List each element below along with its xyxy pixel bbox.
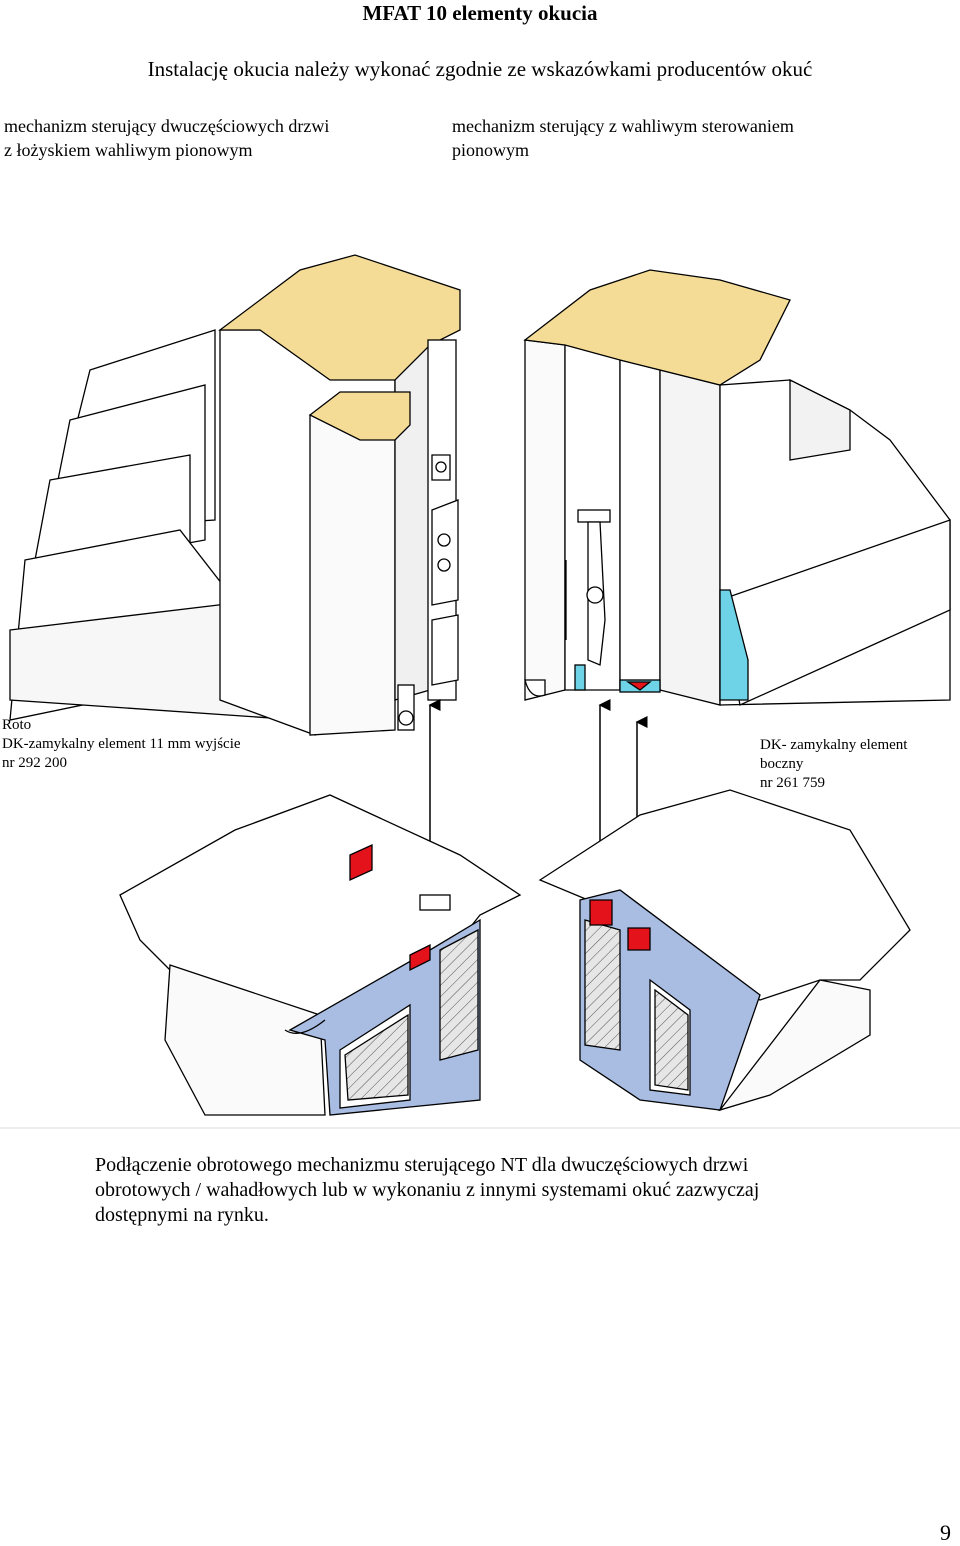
label-left-line2: DK-zamykalny element 11 mm wyjście <box>2 736 241 752</box>
footer-paragraph: Podłączenie obrotowego mechanizmu steruj… <box>95 1153 759 1228</box>
footer-line3: dostępnymi na rynku. <box>95 1204 269 1226</box>
label-right: DK- zamykalny element boczny nr 261 759 <box>760 736 907 793</box>
caption-right-line1: mechanizm sterujący z wahliwym sterowani… <box>452 116 794 136</box>
label-left-line1: Roto <box>2 717 32 733</box>
page-number: 9 <box>940 1520 951 1545</box>
wood-top-right <box>523 269 791 386</box>
upper-right-assembly <box>523 269 951 706</box>
label-right-line3: nr 261 759 <box>760 775 825 791</box>
label-right-line2: boczny <box>760 756 804 772</box>
footer-line2: obrotowych / wahadłowych lub w wykonaniu… <box>95 1179 760 1201</box>
caption-right-line2: pionowym <box>452 140 530 160</box>
caption-left-line1: mechanizm sterujący dwuczęściowych drzwi <box>4 116 330 136</box>
lower-left-section <box>119 794 522 1116</box>
caption-left-line2: z łożyskiem wahliwym pionowym <box>4 140 253 160</box>
wood-top-left <box>218 254 461 381</box>
label-right-line1: DK- zamykalny element <box>760 737 908 753</box>
label-left: Roto DK-zamykalny element 11 mm wyjście … <box>2 716 241 773</box>
lower-right-section <box>538 789 911 1112</box>
page-subtitle: Instalację okucia należy wykonać zgodnie… <box>147 57 813 81</box>
caption-left: mechanizm sterujący dwuczęściowych drzwi… <box>4 114 329 162</box>
label-left-line3: nr 292 200 <box>2 755 67 771</box>
page-title: MFAT 10 elementy okucia <box>362 1 598 25</box>
footer-line1: Podłączenie obrotowego mechanizmu steruj… <box>95 1154 749 1176</box>
upper-left-assembly <box>9 254 461 736</box>
caption-right: mechanizm sterujący z wahliwym sterowani… <box>452 114 794 162</box>
